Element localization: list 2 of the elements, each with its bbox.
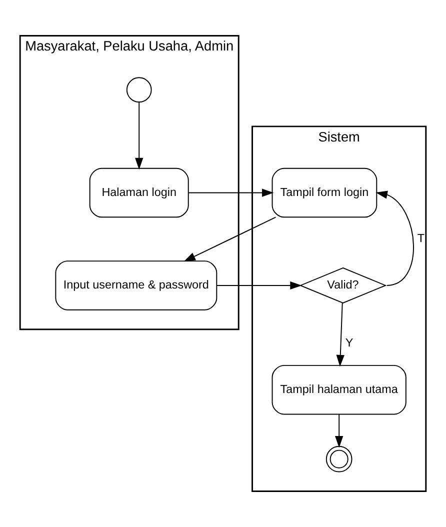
edge-label: Y	[345, 336, 353, 350]
edge-label: T	[417, 232, 424, 246]
